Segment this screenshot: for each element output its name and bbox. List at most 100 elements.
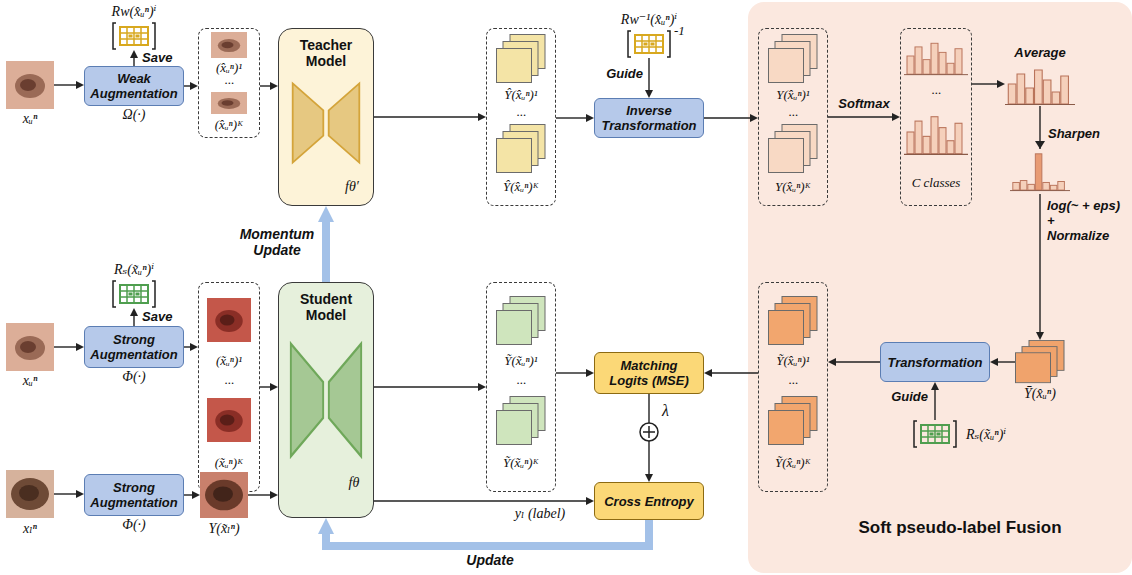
- sum-symbol: [643, 426, 655, 438]
- connector-arrow: [184, 494, 192, 495]
- node-label: Y(x̂ᵤⁿ)¹: [762, 87, 824, 103]
- arrow-head: [1035, 141, 1045, 149]
- node-label: Weak Augmentation: [90, 71, 178, 101]
- node-sublabel: Ỹ(x̂ᵤⁿ)ᴷ: [762, 455, 824, 471]
- feature-maps: [497, 397, 546, 445]
- weak-aug-image: [211, 92, 247, 114]
- text-holder: Φ(·): [122, 367, 145, 385]
- node-label: xᵤⁿ: [23, 111, 38, 127]
- text-holder: Strong Augmentation: [90, 480, 178, 510]
- strong-aug-image: [207, 298, 251, 342]
- text-holder: Ỹ(x̃ᵤⁿ)ᴷ: [487, 455, 555, 471]
- node-label: Cross Entropy: [604, 494, 694, 509]
- process-box: Weak AugmentationΩ(·): [84, 66, 184, 106]
- loss-box: Cross Entropy: [594, 482, 704, 520]
- connector-arrow: [934, 390, 935, 420]
- node-label: (x̂ᵤⁿ)¹: [202, 60, 256, 76]
- connector-arrow: [184, 85, 190, 86]
- edge-label: Momentum Update: [236, 226, 318, 258]
- node-label: Transformation: [887, 355, 982, 370]
- weak-aug-image: [211, 32, 247, 58]
- text-holder: Average: [1014, 45, 1065, 62]
- text-holder: Student Model: [279, 291, 373, 323]
- sum-symbol: [640, 423, 658, 441]
- feature-maps: [769, 35, 818, 83]
- node-label: Y(x̃ₗⁿ): [208, 520, 239, 537]
- loss-box: Matching Logits (MSE): [594, 352, 704, 394]
- text-holder: Ȳ(x̂ᵤⁿ): [1024, 384, 1056, 402]
- feature-maps: [1016, 340, 1065, 382]
- node-sublabel: (x̃ᵤⁿ)ᴷ: [202, 455, 256, 471]
- text-holder: xₗⁿ: [23, 518, 37, 537]
- connector-arrow: [828, 116, 892, 117]
- text-holder: -1: [672, 23, 685, 39]
- fusion-panel-fill: [748, 2, 1132, 573]
- edge-label: Guide: [891, 389, 928, 404]
- node-label: ···: [904, 85, 968, 101]
- text-holder: xᵤⁿ: [23, 109, 38, 127]
- text-holder: Ỹ(x̂ᵤⁿ)¹: [759, 353, 827, 369]
- connector-arrow: [54, 84, 76, 85]
- skin-image: [6, 323, 54, 371]
- text-holder: (x̃ᵤⁿ)ᴷ: [199, 455, 259, 471]
- encoder-decoder-symbol: [293, 83, 360, 162]
- node-label: xᵤⁿ: [23, 373, 38, 389]
- text-holder: Rₛ(x̃ᵤⁿ)ⁱ: [958, 426, 1006, 443]
- free-label-holder: yₗ (label): [515, 505, 565, 522]
- edge-label: λ: [662, 402, 669, 420]
- text-holder: fθ: [339, 475, 369, 491]
- connector-arrow: [260, 85, 270, 86]
- edge-label-holder: Softmax: [838, 96, 889, 111]
- connector-arrow: [556, 372, 586, 373]
- node-label: Matching Logits (MSE): [600, 358, 698, 388]
- node-sublabel: ···: [490, 107, 552, 123]
- connector-arrow: [556, 117, 586, 118]
- edge-label: Save: [142, 50, 172, 65]
- text-holder: C classes: [901, 175, 971, 191]
- text-holder: Inverse Transformation: [600, 103, 698, 133]
- box-content: Matching Logits (MSE): [595, 353, 703, 393]
- connector-arrow: [133, 58, 134, 66]
- node-label: Rw(x̂ᵤⁿ)ⁱ: [112, 3, 157, 20]
- node-sublabel: Ỹ(x̃ᵤⁿ)ᴷ: [490, 455, 552, 471]
- transform-icon: [628, 31, 670, 57]
- text-holder: ···: [199, 375, 259, 391]
- connector-arrow: [972, 83, 997, 84]
- average-histogram-picture: [1005, 70, 1075, 105]
- text-holder: ···: [759, 107, 827, 123]
- edge-label: Update: [466, 552, 513, 568]
- process-box: Transformation: [880, 342, 990, 382]
- connector-arrow: [374, 116, 478, 117]
- node-sublabel: Φ(·): [122, 369, 145, 385]
- text-holder: ···: [759, 375, 827, 391]
- connector-arrow: [184, 346, 190, 347]
- connector-arrow: [704, 117, 750, 118]
- feature-maps: [769, 125, 818, 173]
- histogram: [904, 43, 968, 74]
- connector-arrow: [374, 386, 478, 387]
- node-sublabel: ···: [202, 375, 256, 391]
- node-sublabel: C classes: [904, 175, 968, 191]
- node-sublabel: fθ: [342, 475, 366, 491]
- text-holder: Rw⁻¹(x̂ᵤⁿ)ⁱ: [621, 11, 677, 30]
- labeled-image: [6, 470, 54, 518]
- labeled-aug-image: [200, 472, 248, 518]
- annotation-label: Sharpen: [1048, 126, 1100, 141]
- connector-arrow: [260, 386, 270, 387]
- process-box: Strong AugmentationΦ(·): [84, 474, 184, 516]
- node-label: Rₛ(x̃ᵤⁿ)ⁱ: [966, 426, 1006, 443]
- connector-arrow: [54, 493, 76, 494]
- node-label: Rw⁻¹(x̂ᵤⁿ)ⁱ: [621, 11, 677, 28]
- connector-arrow: [54, 346, 76, 347]
- edge-label-holder: Update: [466, 552, 513, 568]
- text-holder: Rw(x̂ᵤⁿ)ⁱ: [112, 3, 157, 22]
- connector-arrow: [133, 316, 134, 326]
- text-holder: Ỹ(x̂ᵤⁿ)ᴷ: [759, 455, 827, 471]
- text-holder: Cross Entropy: [604, 494, 694, 509]
- text-holder: Ω(·): [123, 105, 146, 123]
- transform-icon: [113, 23, 155, 49]
- connector-arrow: [998, 361, 1015, 362]
- connector-arrow: [648, 58, 649, 90]
- edge-label-holder: Momentum Update: [236, 226, 318, 258]
